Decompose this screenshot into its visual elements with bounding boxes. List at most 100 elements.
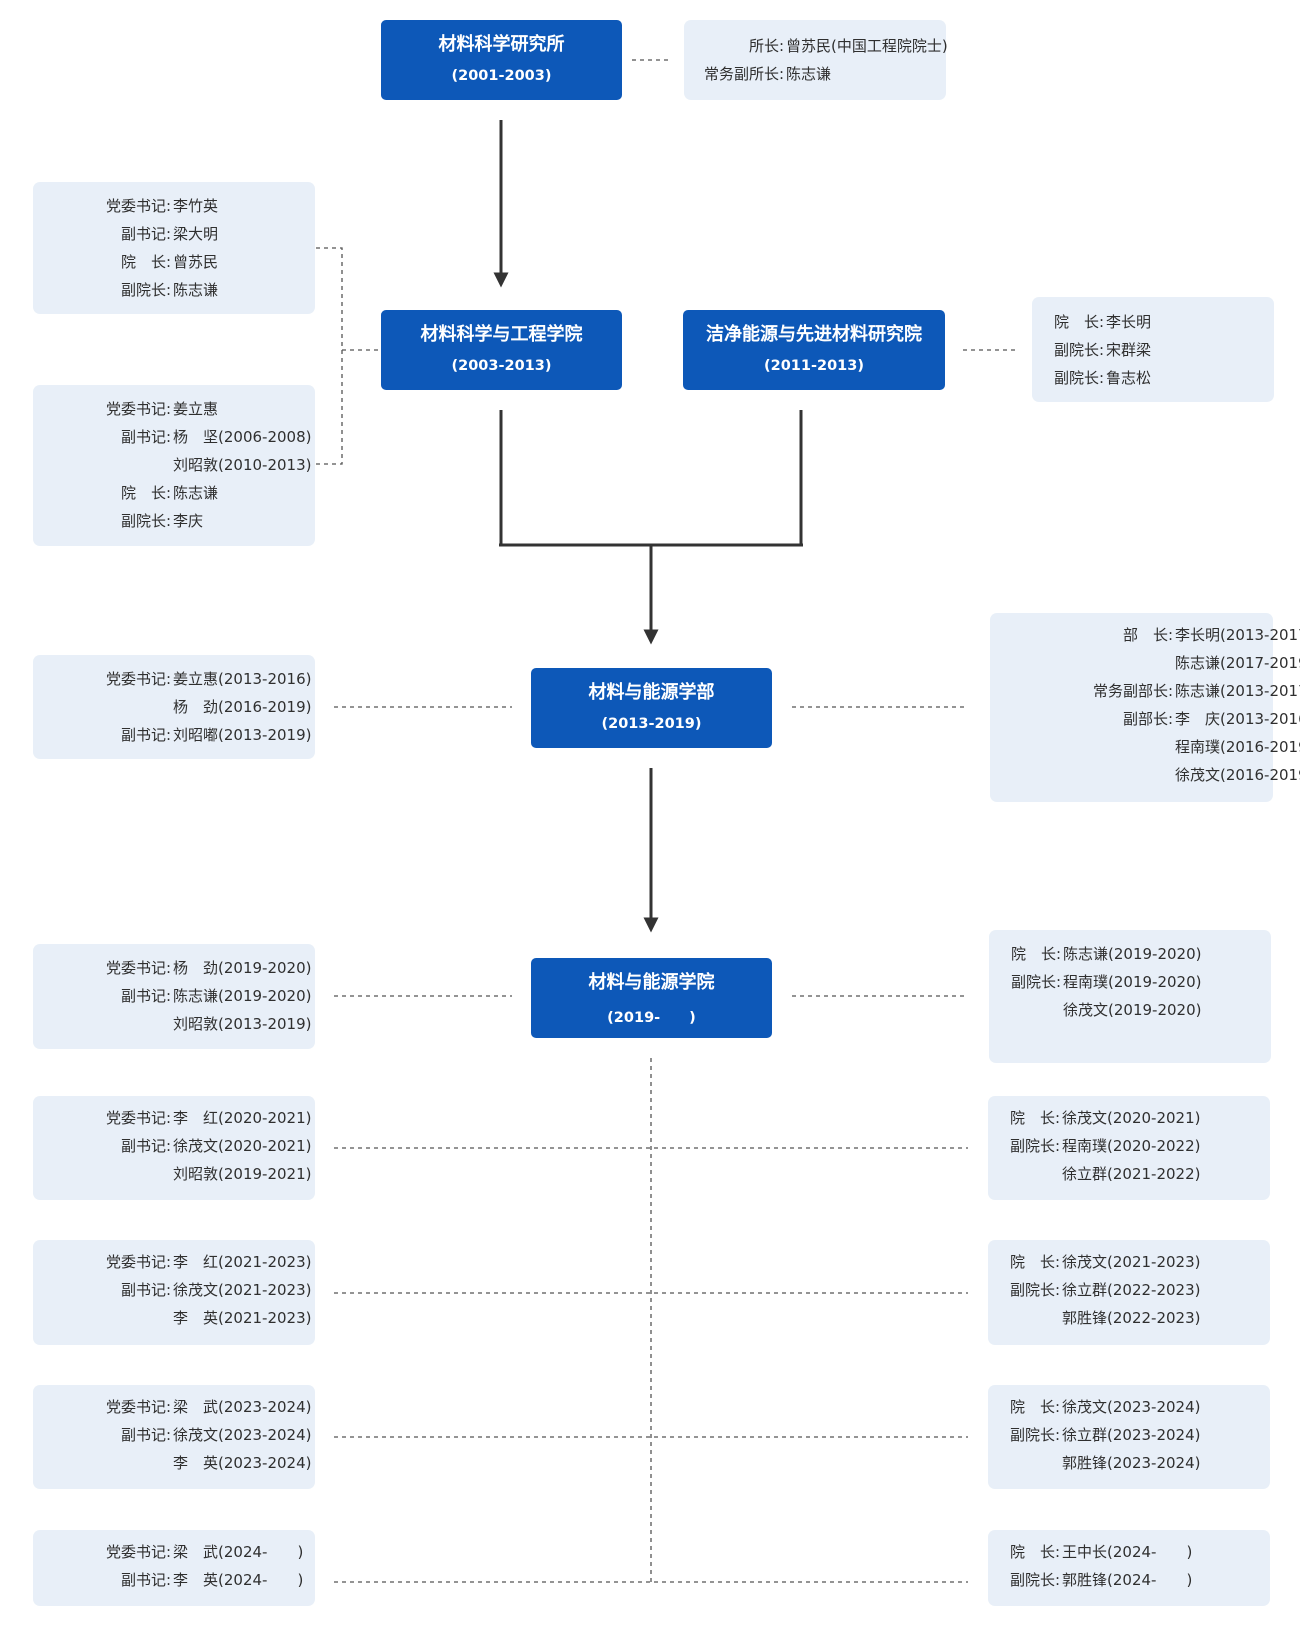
leader-role-label: 院 长: (120, 253, 171, 271)
leader-name-value: 鲁志松 (1106, 369, 1152, 387)
leader-role-label: 党委书记: (105, 1109, 171, 1127)
leader-name-value: 曾苏民(中国工程院院士) (786, 37, 948, 55)
leader-row: 党委书记:梁 武(2023-2024) (33, 1393, 315, 1421)
leader-role-label: 党委书记: (105, 959, 171, 977)
leader-role-label: 院 长: (120, 484, 171, 502)
leader-role-label: 副院长: (120, 281, 171, 299)
leader-role-label: 副书记: (120, 987, 171, 1005)
leader-row: 刘昭敦(2019-2021) (33, 1160, 315, 1188)
leader-row: 院 长:李长明 (1032, 308, 1274, 336)
leader-row: 副书记:杨 坚(2006-2008) (33, 423, 315, 451)
leader-row: 副院长:徐立群(2022-2023) (988, 1276, 1270, 1304)
node-institute-name: 材料科学研究所 (438, 34, 565, 55)
dashed-links (316, 59, 1017, 1583)
leader-name-value: 李 英(2021-2023) (173, 1309, 312, 1327)
leader-name-value: 李长明(2013-2017) (1175, 626, 1300, 644)
leader-role-label: 副书记: (120, 1137, 171, 1155)
node-division-years: (2013-2019) (601, 716, 702, 732)
leader-row: 徐立群(2021-2022) (988, 1160, 1270, 1188)
node-clean-energy-name: 洁净能源与先进材料研究院 (706, 324, 922, 345)
leader-row: 部 长:李长明(2013-2017) (990, 621, 1300, 649)
leader-name-value: 杨 坚(2006-2008) (173, 428, 312, 446)
leader-role-label: 院 长: (1009, 1543, 1060, 1561)
leader-name-value: 程南璞(2016-2019) (1175, 738, 1300, 756)
leader-row: 党委书记:梁 武(2024- ) (33, 1538, 315, 1566)
leader-row: 党委书记:杨 劲(2019-2020) (33, 954, 315, 982)
leader-name-value: 刘昭敦(2019-2021) (173, 1165, 312, 1183)
panel-college-party-2020: 党委书记:李 红(2020-2021)副书记:徐茂文(2020-2021)刘昭敦… (33, 1096, 315, 1200)
leader-name-value: 李 英(2024- ) (173, 1571, 304, 1589)
leader-name-value: 梁大明 (173, 225, 219, 243)
leader-name-value: 姜立惠 (173, 400, 219, 418)
leader-name-value: 徐茂文(2023-2024) (1062, 1398, 1201, 1416)
leader-role-label: 副书记: (120, 1281, 171, 1299)
leader-role-label: 副院长: (1053, 341, 1104, 359)
leader-row: 院 长:徐茂文(2021-2023) (988, 1248, 1270, 1276)
leader-row: 所长:曾苏民(中国工程院院士) (684, 32, 948, 60)
leader-role-label: 副院长: (1009, 1137, 1060, 1155)
leader-role-label: 所长: (748, 37, 784, 55)
panel-college-admin-2020: 院 长:徐茂文(2020-2021)副院长:程南璞(2020-2022)徐立群(… (988, 1096, 1270, 1200)
leader-row: 副院长:郭胜锋(2024- ) (988, 1566, 1270, 1594)
leader-role-label: 院 长: (1010, 945, 1061, 963)
leader-role-label: 党委书记: (105, 1398, 171, 1416)
leader-name-value: 徐立群(2021-2022) (1062, 1165, 1201, 1183)
leader-name-value: 郭胜锋(2024- ) (1062, 1571, 1193, 1589)
leader-name-value: 刘昭敦(2013-2019) (173, 1015, 312, 1033)
panel-division-admin: 部 长:李长明(2013-2017)陈志谦(2017-2019)常务副部长:陈志… (990, 613, 1300, 802)
panel-college-party-2021: 党委书记:李 红(2021-2023) 副书记:徐茂文(2021-2023) 李 英… (33, 1240, 315, 1345)
leader-row: 徐茂文(2016-2019) (990, 761, 1300, 789)
panel-mse-leaders-2: 党委书记:姜立惠副书记:杨 坚(2006-2008)刘昭敦(2010-2013)… (33, 385, 315, 546)
leader-row: 院 长:徐茂文(2023-2024) (988, 1393, 1270, 1421)
leader-row: 副院长:宋群梁 (1032, 336, 1274, 364)
solid-flow-arrows (493, 120, 803, 933)
leader-name-value: 程南璞(2019-2020) (1063, 973, 1202, 991)
leader-row: 副院长:陈志谦 (33, 276, 315, 304)
node-institute-years: (2001-2003) (451, 68, 552, 84)
leader-role-label: 党委书记: (105, 400, 171, 418)
leader-row: 李 英(2021-2023) (33, 1304, 315, 1332)
leader-name-value: 宋群梁 (1106, 341, 1152, 359)
leader-name-value: 曾苏民 (173, 253, 219, 271)
node-mse-college-years: (2003-2013) (451, 358, 552, 374)
leader-row: 副院长:徐立群(2023-2024) (988, 1421, 1270, 1449)
leader-role-label: 副书记: (120, 428, 171, 446)
leader-name-value: 徐立群(2022-2023) (1062, 1281, 1201, 1299)
leader-row: 院 长:陈志谦(2019-2020) (989, 940, 1271, 968)
leader-name-value: 李庆 (173, 512, 204, 530)
leader-row: 常务副部长:陈志谦(2013-2017) (990, 677, 1300, 705)
leader-name-value: 陈志谦 (786, 65, 832, 83)
panel-clean-energy-leaders: 院 长:李长明副院长:宋群梁副院长:鲁志松 (1032, 297, 1274, 402)
leader-name-value: 徐茂文(2021-2023) (173, 1281, 312, 1299)
leader-name-value: 徐茂文(2023-2024) (173, 1426, 312, 1444)
leader-row: 陈志谦(2017-2019) (990, 649, 1300, 677)
leader-row: 党委书记:姜立惠 (33, 395, 315, 423)
panel-college-admin-2019: 院 长:陈志谦(2019-2020)副院长:程南璞(2019-2020)徐茂文(… (989, 930, 1271, 1063)
leader-name-value: 徐茂文(2020-2021) (1062, 1109, 1201, 1127)
leader-name-value: 梁 武(2024- ) (173, 1543, 304, 1561)
leader-row: 院 长:徐茂文(2020-2021) (988, 1104, 1270, 1132)
leader-name-value: 徐茂文(2016-2019) (1175, 766, 1300, 784)
node-mse-college: 材料科学与工程学院 (2003-2013) (381, 310, 622, 390)
leader-name-value: 梁 武(2023-2024) (173, 1398, 312, 1416)
panel-college-party-2023: 党委书记:梁 武(2023-2024)副书记:徐茂文(2023-2024)李 英… (33, 1385, 315, 1489)
leader-role-label: 常务副部长: (1092, 682, 1173, 700)
leader-name-value: 郭胜锋(2022-2023) (1062, 1309, 1201, 1327)
leader-name-value: 陈志谦(2019-2020) (173, 987, 312, 1005)
leader-role-label: 院 长: (1053, 313, 1104, 331)
leader-row: 副书记:刘昭嘟(2013-2019) (33, 721, 315, 749)
leader-row: 党委书记:李竹英 (33, 192, 315, 220)
leader-row: 党委书记:李 红(2021-2023) (33, 1248, 315, 1276)
leader-row: 副部长:李 庆(2013-2016) (990, 705, 1300, 733)
leader-name-value: 李 庆(2013-2016) (1175, 710, 1300, 728)
leader-row: 程南璞(2016-2019) (990, 733, 1300, 761)
leader-name-value: 李竹英 (173, 197, 219, 215)
leader-name-value: 刘昭敦(2010-2013) (173, 456, 312, 474)
leader-role-label: 副院长: (1053, 369, 1104, 387)
leader-role-label: 副院长: (1009, 1571, 1060, 1589)
leader-row: 副书记:陈志谦(2019-2020) (33, 982, 315, 1010)
leader-name-value: 陈志谦 (173, 281, 219, 299)
leader-role-label: 副书记: (120, 726, 171, 744)
leader-name-value: 徐立群(2023-2024) (1062, 1426, 1201, 1444)
